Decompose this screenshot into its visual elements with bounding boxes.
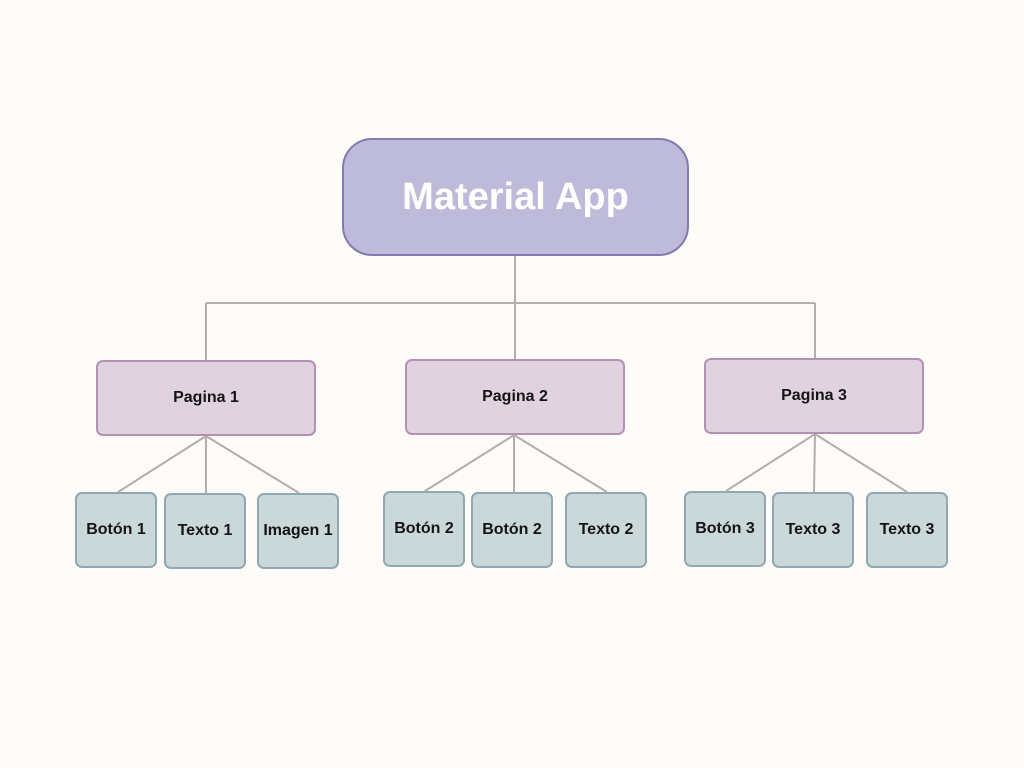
leaf-node-texto-2: Texto 2 [565, 492, 647, 568]
connector-page-1-child-3 [205, 435, 300, 494]
page-node-2: Pagina 2 [405, 359, 625, 435]
root-label: Material App [402, 175, 629, 218]
leaf-label: Imagen 1 [263, 522, 333, 539]
connector-page-2-child-1 [424, 434, 515, 492]
leaf-node-texto-1: Texto 1 [164, 493, 246, 569]
leaf-node-boton-1: Botón 1 [75, 492, 157, 568]
page-node-1: Pagina 1 [96, 360, 316, 436]
leaf-label: Texto 3 [785, 521, 841, 538]
leaf-label: Texto 3 [879, 521, 935, 538]
leaf-node-boton-3: Botón 3 [684, 491, 766, 567]
page-1-label: Pagina 1 [173, 389, 239, 406]
leaf-node-texto-3a: Texto 3 [772, 492, 854, 568]
connector-page-1-child-1 [117, 435, 207, 493]
leaf-node-imagen-1: Imagen 1 [257, 493, 339, 569]
leaf-node-boton-2b: Botón 2 [471, 492, 553, 568]
leaf-node-boton-2a: Botón 2 [383, 491, 465, 567]
page-2-label: Pagina 2 [482, 388, 548, 405]
leaf-node-texto-3b: Texto 3 [866, 492, 948, 568]
leaf-label: Botón 1 [86, 521, 146, 538]
root-node-material-app: Material App [342, 138, 689, 256]
connector-page-3-child-3 [814, 433, 908, 493]
page-3-label: Pagina 3 [781, 387, 847, 404]
connector-page-3-child-1 [725, 433, 816, 492]
leaf-label: Botón 2 [482, 521, 542, 538]
page-node-3: Pagina 3 [704, 358, 924, 434]
leaf-label: Botón 2 [394, 520, 454, 537]
connector-page-2-child-3 [513, 434, 608, 493]
leaf-label: Botón 3 [695, 520, 755, 537]
connector-page-3-child-2 [813, 433, 816, 493]
leaf-label: Texto 2 [578, 521, 634, 538]
leaf-label: Texto 1 [177, 522, 233, 539]
